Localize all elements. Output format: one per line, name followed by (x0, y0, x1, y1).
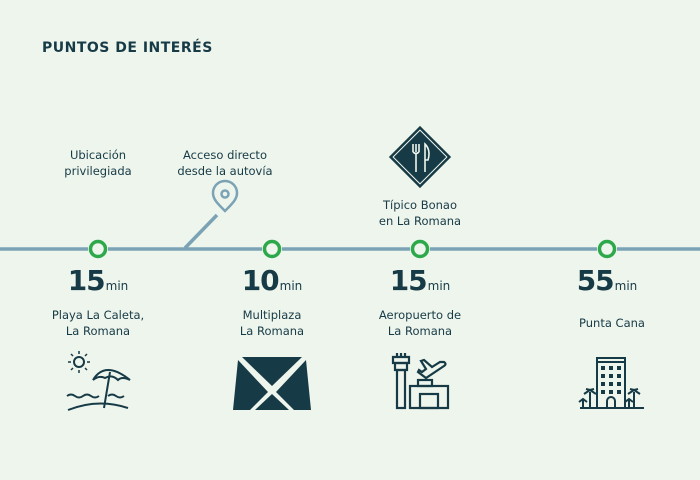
highway-branch (183, 213, 219, 250)
top-label-location: Ubicación privilegiada (18, 147, 178, 179)
label-line: La Romana (65, 324, 131, 338)
stop-time: 55min (547, 264, 667, 297)
label-line: La Romana (387, 324, 453, 338)
label-line: Típico Bonao (382, 198, 458, 212)
stop-dot (88, 239, 108, 259)
label-line: Multiplaza (242, 308, 302, 322)
time-value: 55 (576, 264, 615, 297)
time-value: 15 (389, 264, 428, 297)
airport-icon (391, 353, 450, 410)
stop-label: Aeropuerto de La Romana (340, 307, 500, 339)
multiplaza-logo-icon (233, 357, 311, 410)
label-line: Acceso directo (183, 148, 267, 162)
time-unit: min (427, 279, 451, 293)
time-value: 15 (67, 264, 106, 297)
stop-dot (410, 239, 430, 259)
top-label-highway: Acceso directo desde la autovía (145, 147, 305, 179)
label-line: Aeropuerto de (378, 308, 462, 322)
time-unit: min (105, 279, 129, 293)
label-line: privilegiada (64, 164, 132, 178)
stop-dot (597, 239, 617, 259)
time-unit: min (614, 279, 638, 293)
label-line: La Romana (239, 324, 305, 338)
hotel-icon (578, 357, 644, 409)
restaurant-icon (388, 125, 452, 189)
stop-label: Playa La Caleta, La Romana (18, 307, 178, 339)
stop-time: 10min (212, 264, 332, 297)
page-title: PUNTOS DE INTERÉS (42, 40, 213, 56)
stop-label: Punta Cana (532, 315, 692, 331)
time-value: 10 (241, 264, 280, 297)
stop-time: 15min (360, 264, 480, 297)
map-pin-icon (211, 179, 239, 213)
stop-dot (262, 239, 282, 259)
time-unit: min (279, 279, 303, 293)
stop-label: Multiplaza La Romana (192, 307, 352, 339)
top-label-restaurant: Típico Bonao en La Romana (340, 197, 500, 229)
label-line: en La Romana (378, 214, 462, 228)
label-line: Playa La Caleta, (51, 308, 145, 322)
beach-icon (66, 351, 131, 411)
stop-time: 15min (38, 264, 158, 297)
label-line: Punta Cana (579, 316, 645, 330)
label-line: Ubicación (69, 148, 127, 162)
label-line: desde la autovía (177, 164, 273, 178)
